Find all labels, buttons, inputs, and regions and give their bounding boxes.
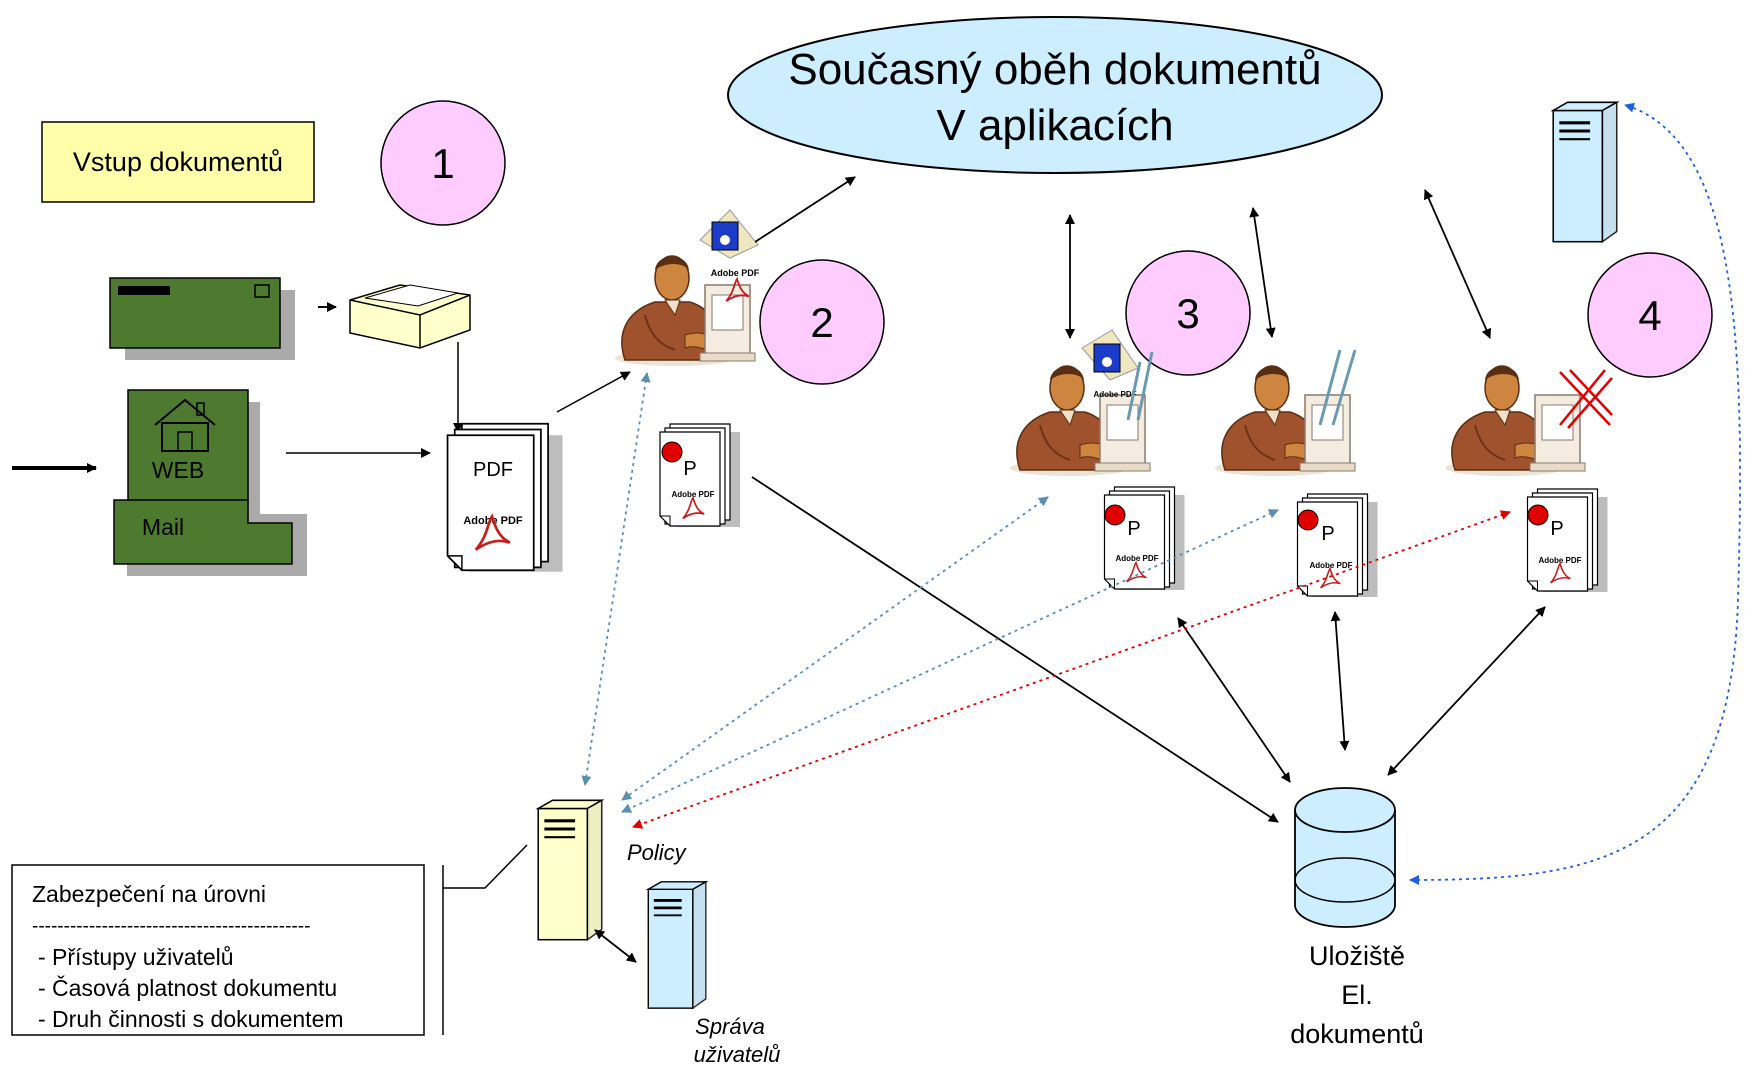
policy-user4-dotted-arrow (632, 510, 1511, 829)
step-circle-1: 1 (380, 100, 506, 226)
user-3a: Adobe PDF P Adobe PDF (1009, 329, 1186, 591)
ellipse-user4-arrow (1424, 189, 1491, 339)
user-admin-server-icon (646, 880, 708, 1010)
storage-label-line1: Uložiště (1309, 941, 1405, 971)
ellipse-user3b-arrow (1249, 207, 1276, 338)
storage-label-line3: dokumentů (1290, 1019, 1424, 1049)
svg-text:P: P (683, 458, 696, 480)
user-4: P Adobe PDF (1444, 365, 1613, 593)
policy-server-icon (536, 798, 604, 942)
step-circle-4: 4 (1587, 252, 1713, 378)
operator2-to-ellipse-arrow (754, 176, 856, 243)
policy-operator2-dotted-arrow (581, 372, 651, 786)
floppy-disk-icon (699, 209, 759, 259)
person-icon (1009, 365, 1151, 477)
pdf-stack: PDF Adobe PDF (446, 422, 564, 573)
policy-admin-arrow (594, 929, 637, 963)
policy-user3a-dotted-arrow (621, 496, 1049, 801)
web-mail-channel: WEB Mail (113, 389, 307, 576)
pdf-label: PDF (473, 459, 513, 481)
step-circle-2: 2 (759, 259, 885, 385)
svg-text:Adobe PDF: Adobe PDF (1115, 554, 1158, 563)
user-admin-label-line1: Správa (695, 1014, 765, 1039)
storage-label-line2: El. (1341, 980, 1373, 1010)
user-admin-label-line2: uživatelů (694, 1042, 781, 1067)
svg-text:Adobe PDF: Adobe PDF (1093, 390, 1136, 399)
pen-icon (1126, 351, 1154, 421)
svg-text:3: 3 (1176, 290, 1199, 337)
application-server-icon (1551, 100, 1619, 244)
svg-text:Adobe PDF: Adobe PDF (671, 490, 714, 499)
svg-text:P: P (1550, 518, 1563, 540)
security-level-box: Zabezpečení na úrovni ------------------… (11, 864, 425, 1036)
storage-cylinder-icon (1294, 787, 1396, 928)
ellipse-title-line1: Současný oběh dokumentů (788, 45, 1321, 94)
web-label: WEB (152, 457, 204, 483)
security-item: - Druh činnosti s dokumentem (38, 1006, 344, 1032)
user-3b: P Adobe PDF (1214, 349, 1379, 598)
pen-icon (1318, 349, 1357, 426)
svg-text:1: 1 (431, 140, 454, 187)
svg-text:2: 2 (810, 299, 833, 346)
operator-person-2: Adobe PDF (614, 209, 760, 367)
input-box-label: Vstup dokumentů (73, 147, 283, 177)
security-box-connector (442, 844, 528, 1035)
storage-appserver-dotted-arrow (1409, 102, 1741, 885)
doc4-storage-arrow (1387, 606, 1546, 776)
policy-label: Policy (627, 840, 688, 865)
svg-text:P: P (1321, 523, 1334, 545)
floppy-disk-icon (1081, 329, 1139, 381)
doc3a-storage-arrow (1177, 617, 1291, 783)
protected-doc-2: P Adobe PDF (659, 423, 741, 528)
pdf-to-operator-arrow (556, 371, 631, 413)
svg-text:Adobe PDF: Adobe PDF (1309, 561, 1352, 570)
home-icon (154, 398, 216, 452)
svg-text:Adobe PDF: Adobe PDF (711, 268, 760, 278)
security-box-title: Zabezpečení na úrovni (32, 881, 266, 907)
applications-ellipse: Současný oběh dokumentů V aplikacích (727, 16, 1383, 174)
scanner-icon (349, 284, 471, 349)
document-input-box: Vstup dokumentů (41, 121, 315, 203)
step-circle-3: 3 (1125, 250, 1251, 376)
ellipse-title-line2: V aplikacích (936, 101, 1173, 150)
security-item: - Časová platnost dokumentu (38, 974, 337, 1001)
envelope-icon (109, 277, 295, 360)
doc3b-storage-arrow (1330, 611, 1350, 751)
svg-text:4: 4 (1638, 292, 1661, 339)
security-item: - Přístupy uživatelů (38, 944, 234, 970)
svg-text:P: P (1127, 518, 1140, 540)
mail-label: Mail (142, 514, 184, 540)
security-box-separator: ----------------------------------------… (32, 916, 310, 937)
